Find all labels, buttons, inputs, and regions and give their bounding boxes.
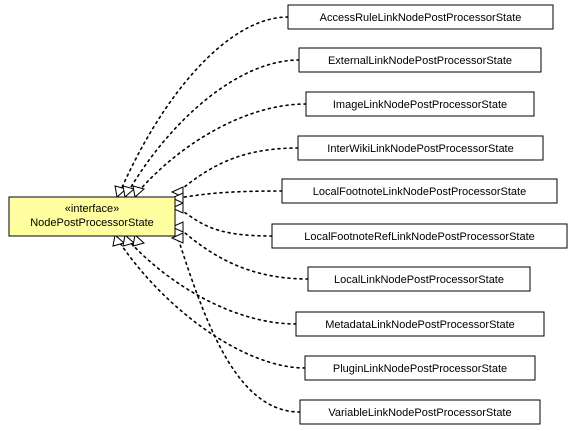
realization-edge (177, 207, 273, 237)
implementation-class-name: LocalFootnoteRefLinkNodePostProcessorSta… (304, 231, 535, 243)
realization-edge (127, 59, 300, 193)
implementation-class-background (295, 311, 545, 337)
implementation-class-name: ImageLinkNodePostProcessorState (333, 99, 507, 111)
realization-arrowhead (132, 185, 146, 198)
implementation-class-box[interactable]: LocalFootnoteRefLinkNodePostProcessorSta… (271, 223, 568, 249)
implementation-class-background (307, 266, 531, 292)
realization-edge (177, 226, 309, 280)
implementation-class-background (271, 223, 568, 249)
realization-edge (177, 237, 301, 413)
realization-arrowhead (170, 221, 184, 233)
realization-arrowhead (170, 232, 184, 244)
implementation-class-name: LocalFootnoteLinkNodePostProcessorState (313, 186, 526, 198)
realization-arrowhead (170, 192, 184, 204)
implementation-class-name: LocalLinkNodePostProcessorState (334, 274, 504, 286)
realization-edge (137, 103, 307, 193)
interface-box-background (8, 196, 176, 237)
realization-edge (119, 16, 289, 193)
realization-arrowhead (122, 234, 136, 247)
implementation-class-box[interactable]: ExternalLinkNodePostProcessorState (298, 47, 542, 73)
implementation-classes: AccessRuleLinkNodePostProcessorStateExte… (271, 4, 568, 425)
realization-edge (117, 239, 306, 369)
implementation-class-background (305, 91, 535, 117)
realization-edge (177, 190, 283, 199)
implementation-class-box[interactable]: MetadataLinkNodePostProcessorState (295, 311, 545, 337)
implementation-class-box[interactable]: InterWikiLinkNodePostProcessorState (297, 135, 544, 161)
realization-arrowhead (122, 185, 136, 198)
implementation-class-background (304, 355, 536, 381)
implementation-class-box[interactable]: PluginLinkNodePostProcessorState (304, 355, 536, 381)
implementation-class-name: PluginLinkNodePostProcessorState (333, 363, 507, 375)
implementation-class-name: VariableLinkNodePostProcessorState (328, 407, 511, 419)
interface-stereotype: «interface» (65, 203, 119, 215)
implementation-class-background (281, 178, 558, 204)
implementation-class-background (297, 135, 544, 161)
realization-edge (177, 147, 299, 193)
interface-box[interactable]: «interface» NodePostProcessorState (8, 196, 176, 237)
implementation-class-background (299, 399, 541, 425)
realization-arrowhead (170, 202, 184, 214)
implementation-class-background (298, 47, 542, 73)
realization-edge (127, 239, 297, 325)
realization-arrowhead (132, 234, 146, 247)
realization-edges (112, 16, 309, 413)
implementation-class-name: ExternalLinkNodePostProcessorState (328, 55, 512, 67)
realization-arrowhead (112, 234, 126, 247)
interface-name: NodePostProcessorState (30, 217, 154, 229)
implementation-class-name: AccessRuleLinkNodePostProcessorState (320, 12, 522, 24)
implementation-class-name: MetadataLinkNodePostProcessorState (325, 319, 515, 331)
implementation-class-box[interactable]: VariableLinkNodePostProcessorState (299, 399, 541, 425)
implementation-class-background (287, 4, 554, 30)
implementation-class-box[interactable]: AccessRuleLinkNodePostProcessorState (287, 4, 554, 30)
implementation-class-name: InterWikiLinkNodePostProcessorState (327, 143, 513, 155)
implementation-class-box[interactable]: ImageLinkNodePostProcessorState (305, 91, 535, 117)
implementation-class-box[interactable]: LocalFootnoteLinkNodePostProcessorState (281, 178, 558, 204)
implementation-class-box[interactable]: LocalLinkNodePostProcessorState (307, 266, 531, 292)
